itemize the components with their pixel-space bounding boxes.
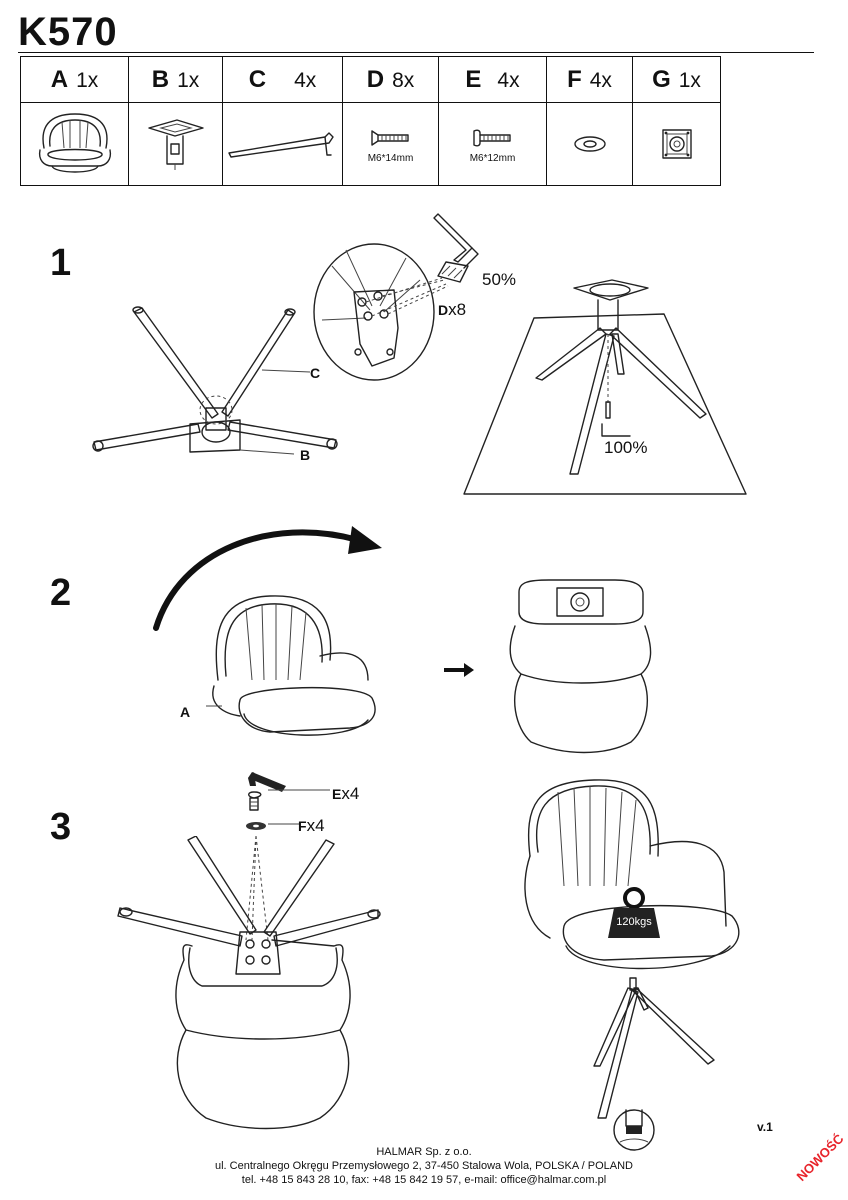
footer-address: ul. Centralnego Okręgu Przemysłowego 2, …: [214, 1160, 633, 1172]
part-c-image: [222, 102, 343, 186]
base-to-seat-drawing: [117, 836, 381, 1130]
weight-limit-label: 120kgs: [616, 916, 652, 928]
chair-seat-icon: [38, 113, 111, 173]
step-3-label-f-group: Fx4: [298, 816, 325, 836]
part-letter: A: [50, 65, 69, 93]
part-qty: 4x: [589, 68, 612, 92]
product-title: K570: [18, 10, 118, 54]
part-letter: G: [652, 65, 671, 93]
step-3-label-f-qty: x4: [306, 816, 325, 835]
step-1-label-d: D: [438, 302, 449, 318]
part-g-header: G 1x: [632, 56, 721, 103]
step-1-label-d-qty: x8: [448, 300, 467, 319]
footer: HALMAR Sp. z o.o. ul. Centralnego Okręgu…: [0, 1145, 848, 1187]
part-a-header: A 1x: [20, 56, 129, 103]
tighten-partial-label: 50%: [482, 270, 517, 289]
step-1-label-b: B: [300, 447, 311, 463]
chair-leg-icon: [227, 132, 334, 158]
parts-header-row: A 1x B 1x C 4x D 8x E 4x F 4x G 1x: [20, 56, 721, 103]
part-d-header: D 8x: [342, 56, 439, 103]
chair-seat-inverted-drawing: [509, 579, 652, 754]
weight-icon: [608, 887, 660, 938]
step-1-label-c: C: [310, 365, 321, 381]
swivel-plate-icon: [147, 119, 204, 170]
step-1-label-d-group: Dx8: [438, 300, 466, 320]
assembled-chair-drawing: [524, 779, 740, 1151]
bracket-detail-zoom: [313, 213, 479, 381]
step-2-label-a: A: [180, 704, 191, 720]
part-letter: F: [567, 65, 582, 93]
screw-d-icon: [370, 129, 409, 146]
part-letter: D: [366, 65, 385, 93]
part-e-header: E 4x: [438, 56, 547, 103]
part-qty: 8x: [392, 68, 415, 92]
chair-seat-upright-drawing: [206, 595, 376, 736]
part-e-image: M6*12mm: [438, 102, 547, 186]
part-letter: C: [248, 65, 267, 93]
parts-image-row: M6*14mm M6*12mm: [20, 102, 721, 186]
flip-arrow: [153, 526, 382, 631]
part-b-header: B 1x: [128, 56, 223, 103]
tighten-full-label: 100%: [604, 438, 648, 457]
part-f-image: [546, 102, 633, 186]
part-qty: 1x: [678, 68, 701, 92]
leg-assembly-drawing: [92, 306, 338, 455]
step-2-number: 2: [50, 572, 72, 614]
footer-contact: tel. +48 15 843 28 10, fax: +48 15 842 1…: [241, 1174, 607, 1186]
part-letter: E: [465, 65, 482, 93]
swivel-mechanism-icon: [661, 129, 692, 159]
part-d-spec: M6*14mm: [367, 152, 414, 164]
step-3-label-e-qty: x4: [341, 784, 360, 803]
part-b-image: [128, 102, 223, 186]
screw-e-icon: [472, 128, 511, 147]
washer-icon: [573, 136, 606, 152]
part-qty: 1x: [177, 68, 200, 92]
parts-table: A 1x B 1x C 4x D 8x E 4x F 4x G 1x: [20, 56, 721, 186]
step-3-label-f: F: [298, 818, 307, 834]
part-f-header: F 4x: [546, 56, 633, 103]
version-label: v.1: [757, 1120, 773, 1134]
part-d-image: M6*14mm: [342, 102, 439, 186]
base-tightening-drawing: [463, 279, 747, 495]
part-e-spec: M6*12mm: [469, 152, 516, 164]
part-g-image: [632, 102, 721, 186]
part-c-header: C 4x: [222, 56, 343, 103]
part-letter: B: [151, 65, 170, 93]
step-3-label-e: E: [332, 786, 342, 802]
part-a-image: [20, 102, 129, 186]
step-3-number: 3: [50, 806, 72, 848]
title-rule: [18, 52, 814, 53]
part-qty: 4x: [497, 68, 520, 92]
arrow-right-icon: [444, 663, 474, 677]
footer-company: HALMAR Sp. z o.o.: [376, 1146, 472, 1158]
part-qty: 4x: [294, 68, 317, 92]
step-3-label-e-group: Ex4: [332, 784, 359, 804]
step-1-number: 1: [50, 242, 72, 284]
screw-e-washer-drawing: [246, 772, 330, 830]
part-qty: 1x: [76, 68, 99, 92]
